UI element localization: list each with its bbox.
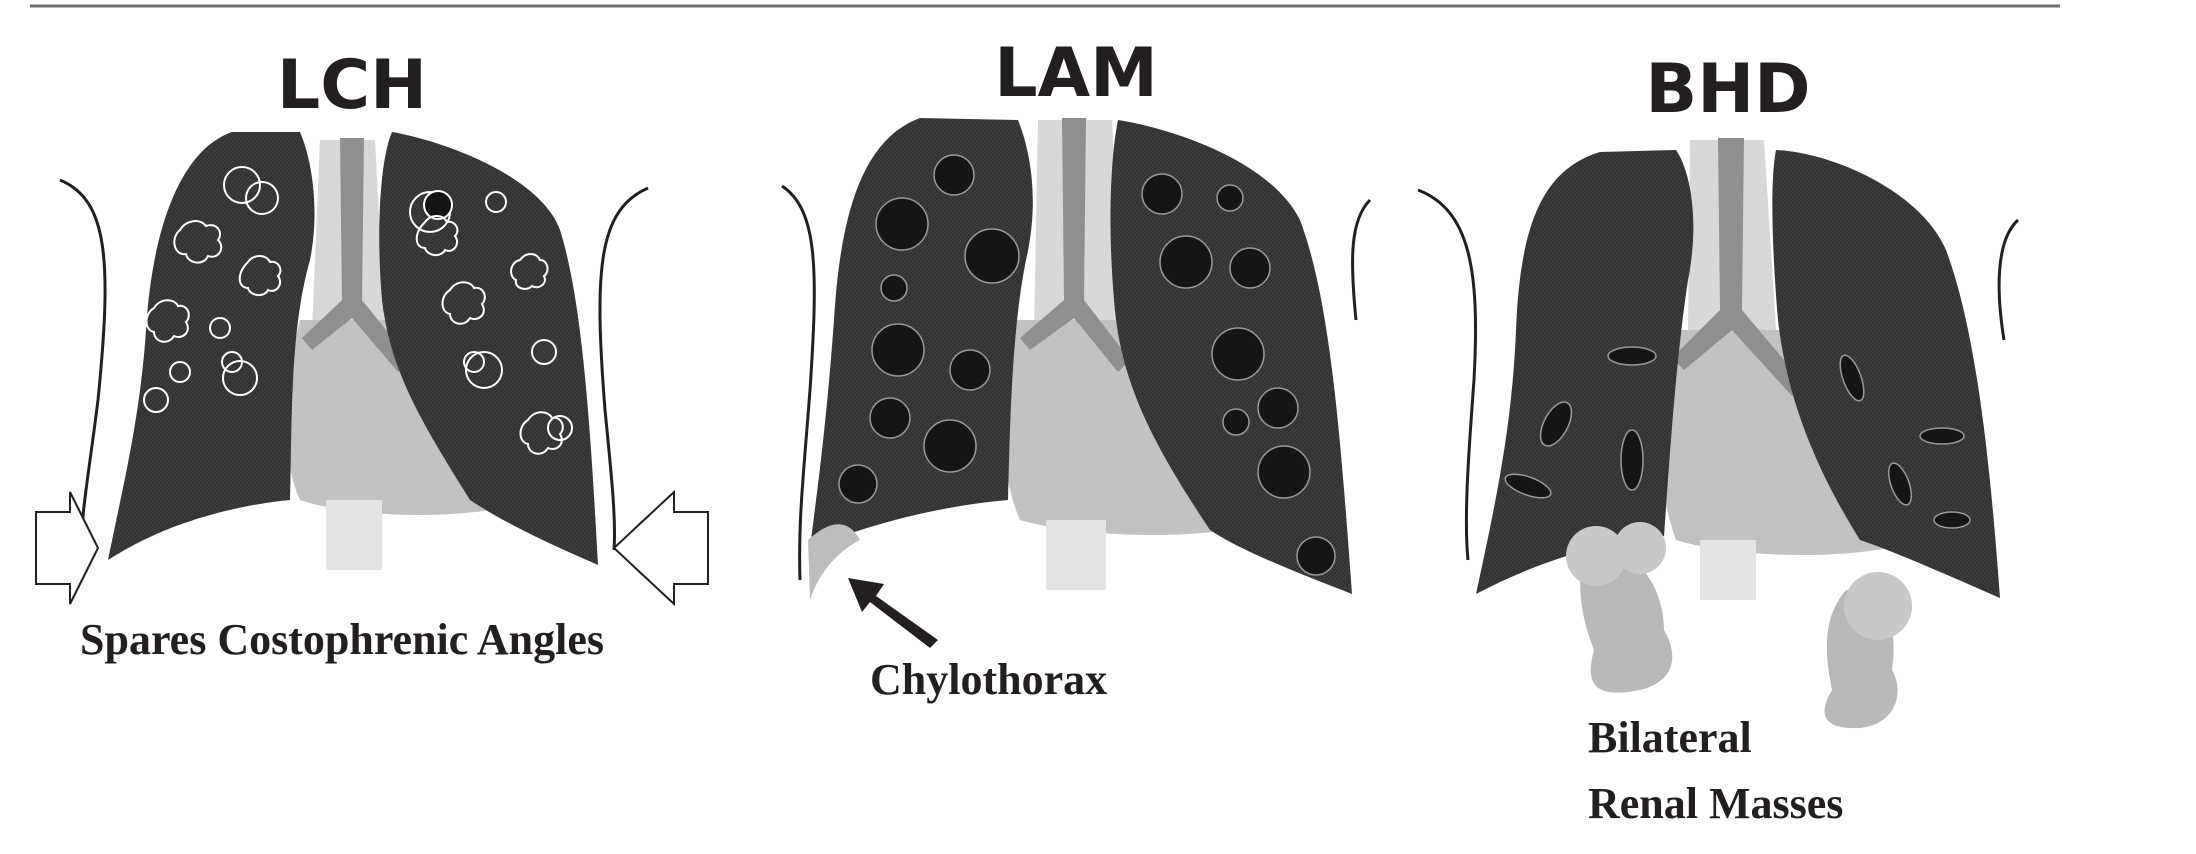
hollow-arrow-right-icon [612, 489, 709, 607]
renal-mass-left [1566, 522, 1673, 693]
lung-right [108, 132, 315, 560]
trachea [1672, 138, 1804, 396]
chylothorax-effusion [808, 524, 860, 600]
panel-lch: LCH [35, 46, 709, 664]
chest-wall-left [1417, 188, 1478, 561]
cysts-lam [838, 154, 1336, 576]
caption-lch: Spares Costophrenic Angles [80, 615, 604, 664]
chest-wall-right [598, 186, 649, 551]
trachea [1020, 118, 1130, 372]
caption-bhd-line2: Renal Masses [1588, 779, 1843, 828]
chest-wall-left [781, 184, 816, 581]
panel-title-bhd: BHD [1645, 50, 1810, 129]
chest-wall-right [1351, 198, 1372, 321]
chest-wall-left [59, 178, 107, 551]
panel-lam: LAM Chylothorax [781, 34, 1372, 704]
spine [326, 500, 382, 570]
caption-lam: Chylothorax [870, 655, 1107, 704]
nodules-lch [143, 166, 573, 455]
lung-right [810, 118, 1033, 548]
lung-left [1772, 150, 2000, 598]
caption-bhd-line1: Bilateral [1588, 713, 1752, 762]
renal-mass-right [1824, 572, 1912, 729]
cysts-bhd [1504, 346, 1971, 529]
panel-bhd: BHD Bilateral Renal [1417, 50, 2020, 828]
trachea [302, 138, 410, 372]
chest-wall-right [1997, 218, 2020, 341]
hollow-arrow-left-icon [35, 491, 100, 605]
lung-left [379, 132, 598, 565]
solid-arrow-icon [848, 578, 938, 648]
panel-title-lam: LAM [994, 34, 1158, 113]
spine [1700, 540, 1756, 600]
spine [1046, 520, 1106, 590]
panel-title-lch: LCH [277, 46, 427, 125]
lung-right [1476, 150, 1694, 594]
